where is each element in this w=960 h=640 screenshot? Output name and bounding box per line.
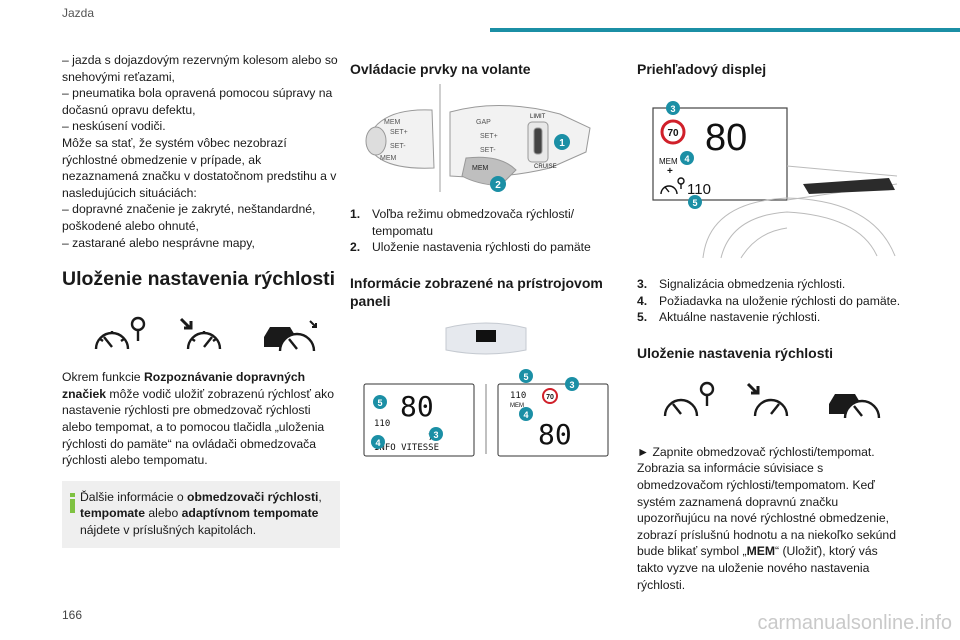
svg-text:5: 5 [377,398,382,408]
stalk-set-minus-right: SET- [480,147,496,154]
speed-limit-sign [542,387,558,404]
adaptive-cruise-icon [829,393,881,418]
lcd-left-info-text: INFO VITESSE [374,443,439,453]
badge-2: 2 [490,176,506,192]
adaptive-cruise-icon [264,320,317,352]
text-line: – pneumatika bola opravená pomocou súpra… [62,86,333,117]
badge-5c: 5 [688,195,702,209]
stalk-legend-list: 1.Voľba režimu obmedzovača rýchlosti/ te… [350,206,622,256]
list-item: 2.Uloženie nastavenia rýchlosti do pamät… [350,240,591,255]
text-line: – neskúsení vodiči. [62,119,166,134]
lcd-right [497,383,609,457]
lcd-right-limit: 70 [546,394,554,401]
lcd-left-big: 80 [400,390,434,423]
steering-stalk-illustration: MEM SET+ SET- MEM GAP SET+ SET- MEM LIMI… [365,84,591,192]
steering-wheel-outline [702,197,896,259]
lcd-left [363,383,475,457]
column-2: Ovládacie prvky na volante MEM SET+ SET-… [350,52,622,474]
stalk-set-plus-right: SET+ [480,133,498,140]
svg-text:1: 1 [559,138,565,149]
list-item: 4.Požiadavka na uloženie rýchlosti do pa… [637,293,901,308]
section-heading: Priehľadový displej [637,61,767,77]
hud-plus: + [667,166,673,177]
text-line: Môže sa stať, že systém vôbec nezobrazí … [62,135,337,200]
cluster-thumbnail [445,322,527,355]
cruise-icon [746,382,789,416]
head-up-display-illustration: 70 80 MEM + 110 3 4 5 [652,101,898,259]
list-item: 3.Signalizácia obmedzenia rýchlosti. [637,277,846,291]
badge-4: 4 [371,434,385,449]
stalk-gap: GAP [476,119,491,126]
badge-1: 1 [554,134,570,150]
speed-memory-icons [94,316,317,352]
svg-text:4: 4 [684,154,689,164]
stalk-set-minus-left: SET- [390,143,406,150]
stalk-mem-left-2: MEM [380,155,397,162]
svg-text:5: 5 [692,198,697,208]
badge-3c: 3 [666,101,680,115]
svg-text:4: 4 [375,438,380,448]
limiter-icon [94,316,146,350]
speed-memory-icons-2 [663,381,881,418]
hud-limit-sign [660,119,686,145]
page-number: 166 [62,608,83,622]
lcd-left-small: 110 [374,419,390,429]
left-stalk [365,109,435,169]
info-note: Ďalšie informácie o obmedzovači rýchlost… [62,480,340,549]
text-line: – zastarané alebo nesprávne mapy, [62,235,255,250]
column-3: Priehľadový displej 70 80 MEM + 110 3 4 … [637,52,907,593]
hud-small-speed: 110 [687,181,711,198]
badge-4b: 4 [519,406,533,421]
lcd-right-small: 110 [510,391,526,401]
section-heading: Uloženie nastavenia rýchlosti [62,268,336,291]
hud-mem: MEM [659,157,678,166]
badge-5: 5 [373,394,387,409]
running-header: Jazda [62,6,95,20]
badge-3: 3 [429,426,443,441]
limiter-icon [663,381,715,416]
hud-big-speed: 80 [705,117,747,159]
header-accent-bar [490,28,960,32]
stalk-cruise: CRUISE [534,164,557,170]
right-stalk [449,104,591,187]
badge-5b: 5 [519,368,533,383]
badge-4c: 4 [680,151,694,165]
stalk-set-plus-left: SET+ [390,129,408,136]
list-item: 5.Aktuálne nastavenie rýchlosti. [637,310,821,325]
hud-glass-blade [803,178,895,194]
svg-text:3: 3 [670,104,675,114]
svg-text:4: 4 [523,410,528,420]
lcd-right-big: 80 [538,418,572,451]
text-line: – dopravné značenie je zakryté, neštanda… [62,202,316,233]
stalk-limit: LIMIT [530,114,546,120]
hud-limit: 70 [667,128,679,139]
svg-text:3: 3 [433,430,438,440]
section-heading: Informácie zobrazené na prístrojovom pan… [350,274,603,309]
hud-limiter-icon [660,177,685,195]
svg-text:2: 2 [495,180,501,191]
hud-legend-list: 3.Signalizácia obmedzenia rýchlosti. 4.P… [637,276,907,326]
body-paragraph: ► Zapnite obmedzovač rýchlosti/tempomat.… [637,444,896,592]
column-1: – jazda s dojazdovým rezervným kolesom a… [62,52,340,549]
section-heading: Ovládacie prvky na volante [350,61,531,77]
list-item: 1.Voľba režimu obmedzovača rýchlosti/ te… [350,207,575,238]
svg-text:5: 5 [523,372,528,382]
lcd-right-mem: MEM [510,403,524,409]
stalk-mem-left: MEM [384,119,401,126]
body-paragraph: Okrem funkcie Rozpoznávanie dopravných z… [62,370,334,468]
instrument-panel-illustration: 80 110 70 INFO VITESSE 5 3 4 110 MEM 70 … [363,322,609,457]
stalk-mem-right: MEM [472,165,489,172]
badge-3b: 3 [565,376,579,391]
svg-text:3: 3 [569,380,574,390]
section-heading: Uloženie nastavenia rýchlosti [637,344,834,361]
info-icon [68,492,77,513]
cruise-icon [179,318,222,350]
watermark: carmanualsonline.info [757,612,952,634]
text-line: – jazda s dojazdovým rezervným kolesom a… [62,53,338,84]
